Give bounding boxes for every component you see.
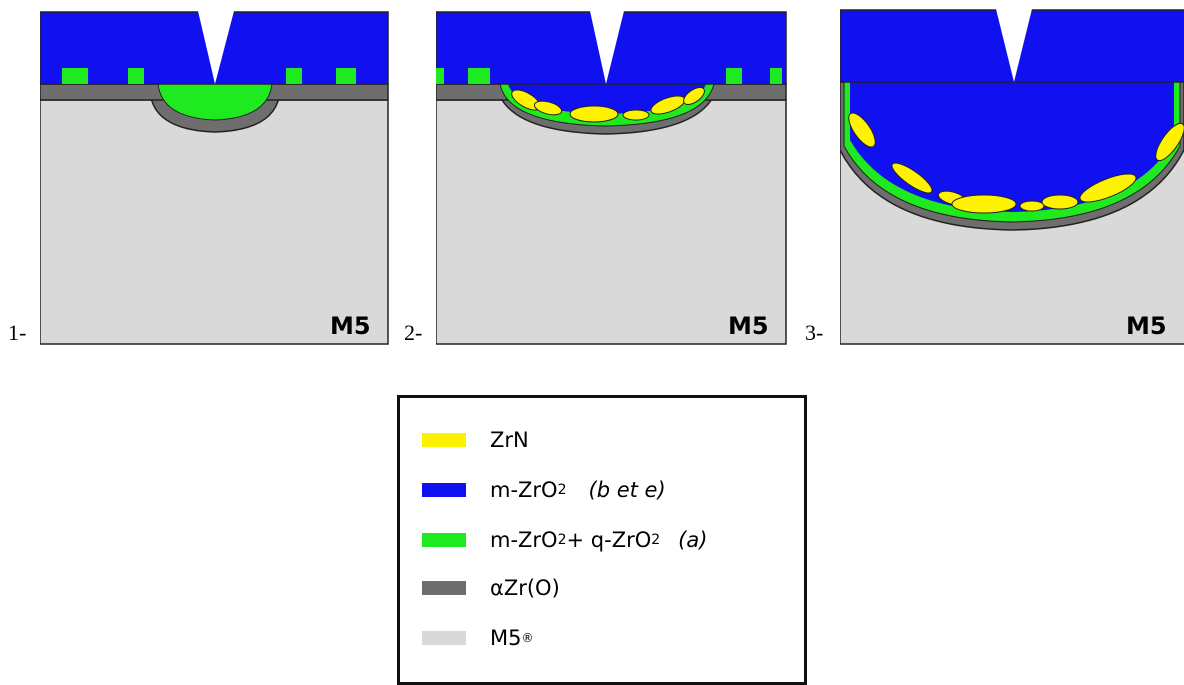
legend-note: (a) [678, 528, 708, 552]
zrn-precipitate [1079, 173, 1137, 203]
legend-item-m5: M5® [422, 624, 533, 652]
registered-mark: ® [521, 631, 534, 645]
mixed-oxide-island [336, 68, 356, 84]
legend-label: M5 [490, 626, 522, 650]
mixed-oxide-island [286, 68, 302, 84]
stage-1-diagram: M5 [40, 11, 389, 345]
subscript: 2 [557, 482, 567, 498]
stage-3-diagram: M5 [840, 9, 1184, 345]
legend-label: αZr(O) [490, 576, 560, 600]
zrn-precipitate [951, 194, 1017, 214]
stage-label-2: 2- [404, 320, 423, 345]
legend-item-zrn: ZrN [422, 426, 529, 454]
stage-label-3: 3- [805, 320, 824, 345]
stage-label-1: 1- [8, 320, 27, 345]
zrn-precipitate [1041, 194, 1079, 210]
crack-notch [198, 11, 234, 84]
m-zro2-swatch [422, 483, 466, 497]
oxide-front-pit [850, 82, 1174, 212]
substrate-label: M5 [330, 312, 371, 340]
zrn-precipitate [848, 112, 876, 148]
mixed-oxide-swatch [422, 533, 466, 547]
zrn-precipitate [622, 109, 650, 121]
zrn-precipitate [1155, 122, 1184, 162]
zrn-precipitate [1019, 200, 1045, 212]
legend-label: m-ZrO [490, 528, 558, 552]
mixed-oxide-pit [157, 83, 273, 121]
mixed-oxide-island [128, 68, 144, 84]
mixed-oxide-island [468, 68, 490, 84]
legend-item-alpha-zr: αZr(O) [422, 574, 560, 602]
zrn-precipitate [891, 162, 933, 194]
zrn-precipitate [533, 100, 563, 116]
mixed-oxide-island [62, 68, 88, 84]
m5-substrate [40, 99, 389, 345]
zrn-precipitate [569, 105, 619, 123]
crack-notch [996, 9, 1032, 82]
m5-swatch [422, 631, 466, 645]
legend-label-plus: + q-ZrO [566, 528, 652, 552]
legend-label: ZrN [490, 428, 529, 452]
mixed-oxide-island [770, 68, 782, 84]
zrn-swatch [422, 433, 466, 447]
mixed-oxide-island [726, 68, 742, 84]
crack-notch [590, 11, 624, 84]
stage-2-diagram: M5 [436, 11, 787, 345]
substrate-label: M5 [1126, 312, 1167, 340]
legend-note: (b et e) [588, 478, 666, 502]
zrn-precipitate [683, 87, 705, 105]
m5-substrate [436, 99, 787, 345]
legend-label: m-ZrO [490, 478, 558, 502]
subscript: 2 [651, 532, 661, 548]
substrate-label: M5 [728, 312, 769, 340]
alpha-zr-swatch [422, 581, 466, 595]
subscript: 2 [557, 532, 567, 548]
mixed-oxide-island [436, 68, 444, 84]
